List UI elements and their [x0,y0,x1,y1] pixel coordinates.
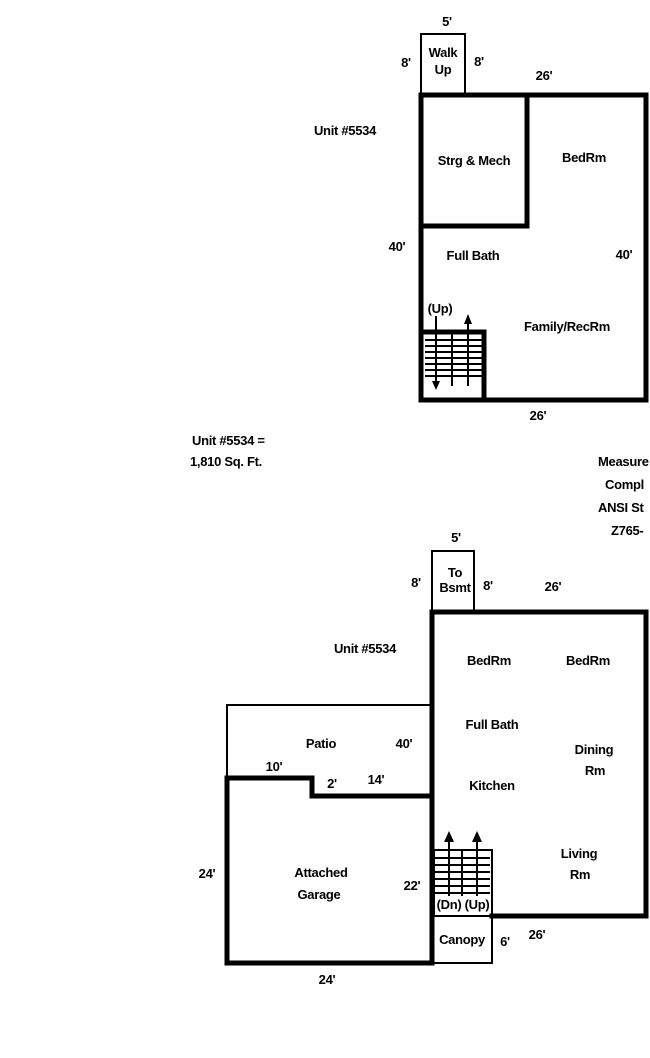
main-unit-label: Unit #5534 [334,641,397,656]
walk-up-label-1: Walk [429,45,459,60]
basement-exterior-wall [418,92,649,403]
to-bsmt-right-dim: 8' [483,578,493,593]
living-label-2: Rm [570,867,590,882]
garage-step-dim: 2' [327,776,337,791]
measurement-note-1: Measure [598,454,649,469]
walk-up-left-dim: 8' [401,55,411,70]
patio-label: Patio [306,736,337,751]
storage-partition-wall [418,92,530,229]
patio-depth-dim: 40' [396,736,413,751]
basement-left-dim: 40' [389,239,406,254]
garage-walls [224,775,435,966]
kitchen-label: Kitchen [469,778,515,793]
dining-label-2: Rm [585,763,605,778]
to-bsmt-left-dim: 8' [411,575,421,590]
main-stairs [433,831,493,917]
basement-stairs [425,314,482,390]
garage-top-wall [224,775,435,799]
garage-left-dim: 24' [199,866,216,881]
basement-bottom-dim: 26' [530,408,547,423]
patio-step-dim: 10' [266,759,283,774]
main-bottom-dim: 26' [529,927,546,942]
main-bedroom2-label: BedRm [566,653,610,668]
basement-bath-label: Full Bath [447,248,500,263]
garage-bottom-dim: 24' [319,972,336,987]
living-label-1: Living [561,846,598,861]
summary-unit: Unit #5534 = [192,433,265,448]
basement-bedroom-label: BedRm [562,150,606,165]
basement-plan: 5' Walk Up 8' 8' 26' Unit #5534 Strg & M… [314,14,649,423]
main-floor-plan: 5' To Bsmt 8' 8' 26' Unit #5534 BedRm Be… [199,530,649,987]
main-bath-label: Full Bath [466,717,519,732]
storage-room-label: Strg & Mech [438,153,511,168]
stairs-down-label: (Dn) [437,897,462,912]
garage-label-2: Garage [297,887,340,902]
walk-up-label-2: Up [435,62,452,77]
stairs-up-label: (Up) [465,897,490,912]
main-bedroom1-label: BedRm [467,653,511,668]
measurement-note-3: ANSI St [598,500,645,515]
canopy-label: Canopy [439,932,486,947]
to-bsmt-width-label: 5' [451,530,461,545]
garage-label-1: Attached [294,865,348,880]
main-top-dim: 26' [545,579,562,594]
basement-unit-label: Unit #5534 [314,123,377,138]
garage-inner-dim: 14' [368,772,385,787]
walk-up-right-dim: 8' [474,54,484,69]
basement-stair-wall [418,329,487,403]
basement-top-dim: 26' [536,68,553,83]
to-bsmt-label-2: Bsmt [439,580,471,595]
measurement-note-4: Z765- [611,523,643,538]
patio-outline [226,704,432,778]
to-bsmt-label-1: To [448,565,463,580]
summary-area: 1,810 Sq. Ft. [190,454,262,469]
dining-label-1: Dining [575,742,614,757]
basement-stairs-up-label: (Up) [428,301,453,316]
basement-right-dim: 40' [616,247,633,262]
family-room-label: Family/RecRm [524,319,610,334]
walk-up-width-label: 5' [442,14,452,29]
canopy-depth-dim: 6' [500,934,510,949]
garage-right-dim: 22' [404,878,421,893]
measurement-note-2: Compl [605,477,644,492]
